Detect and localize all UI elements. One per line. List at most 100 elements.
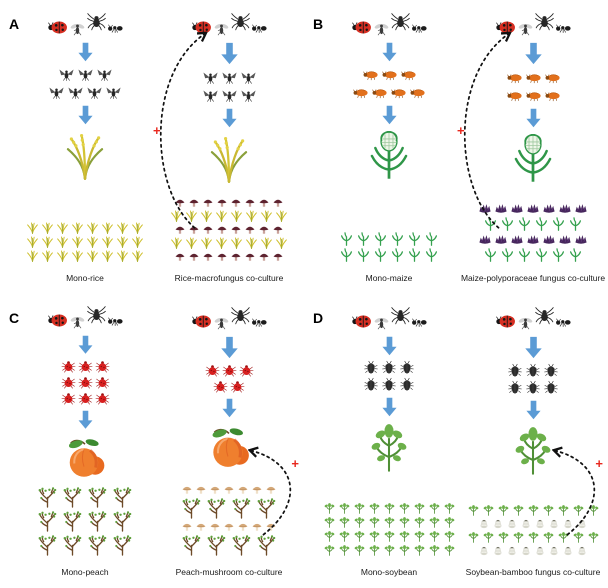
bamboo-fungus-icon [520,544,532,556]
planthopper-icon [202,69,219,86]
maize-small-icon [500,247,515,262]
field-row [170,209,288,222]
field-row [174,250,284,262]
rice-small-icon [245,236,258,249]
ant-icon [251,313,268,330]
beetle-black-icon [507,363,523,379]
peach-tree-icon [86,509,109,532]
soybean-small-icon [368,543,381,556]
panel-label: A [9,16,20,32]
field-row [174,196,284,208]
rice-small-icon [41,249,54,262]
soybean-small-icon [323,501,336,514]
aphid-orange-icon [390,84,407,101]
mushroom-dark-icon [202,223,214,235]
mite-red-icon [78,359,93,374]
peach-tree-icon [86,485,109,508]
ladybug-icon [495,311,516,332]
panel-label: B [313,16,324,32]
aphid-orange-icon [371,84,388,101]
planthopper-icon [67,84,84,101]
rice-small-icon [245,209,258,222]
mushroom-dark-icon [188,196,200,208]
mushroom-tan-icon [195,520,207,532]
field-row [26,221,144,234]
field-row [478,517,588,529]
arrow-down-icon [77,335,94,354]
soybean-small-icon [512,503,525,516]
rice-small-icon [215,209,228,222]
fungus-purple-icon [510,201,524,215]
peach-tree-icon [255,496,278,519]
soybean-small-icon [512,530,525,543]
soybean-small-icon [482,530,495,543]
pest-row [58,66,113,83]
field-row [36,509,134,532]
field-row [26,235,144,248]
mushroom-dark-icon [174,250,186,262]
field-row [180,496,278,519]
peach-tree-icon [205,496,228,519]
mushroom-tan-icon [181,520,193,532]
peach-tree-icon [180,496,203,519]
peach-tree-icon [111,509,134,532]
bamboo-fungus-icon [562,517,574,529]
bamboo-fungus-icon [576,544,588,556]
planthopper-icon [96,66,113,83]
mono-column: Mono-peach [14,302,156,582]
aphid-orange-icon [525,87,542,104]
ant-icon [411,313,428,330]
rice-small-icon [275,209,288,222]
mushroom-tan-icon [223,520,235,532]
mushroom-dark-icon [230,196,242,208]
peach-fruit-icon [208,424,250,470]
ladybug-icon [191,311,212,332]
peach-tree-icon [180,533,203,556]
mushroom-tan-icon [195,483,207,495]
beetle-black-icon [363,377,379,393]
mushroom-dark-icon [258,250,270,262]
bamboo-fungus-icon [520,517,532,529]
bamboo-fungus-icon [562,544,574,556]
pest-row [48,84,122,101]
panel-b: B Mono-maize Maize-polyporaceae fungus c… [304,0,608,294]
mushroom-tan-icon [209,483,221,495]
rice-small-icon [170,236,183,249]
field-grid [36,485,134,556]
fly-icon [213,21,230,38]
beetle-black-icon [399,360,415,376]
mite-red-icon [230,379,245,394]
column-caption: Maize-polyporaceae fungus co-culture [460,272,606,283]
maize-small-icon [373,231,388,246]
soybean-small-icon [383,529,396,542]
enhancement-plus: + [153,122,161,138]
mushroom-dark-icon [244,250,256,262]
planthopper-icon [105,84,122,101]
spider-icon [231,12,250,31]
rice-small-icon [116,235,129,248]
pest-row [202,69,257,86]
maize-small-icon [373,247,388,262]
soybean-small-icon [353,529,366,542]
peach-tree-icon [205,533,228,556]
bamboo-fungus-icon [492,544,504,556]
mite-red-icon [205,363,220,378]
soybean-small-icon [353,501,366,514]
mushroom-dark-icon [272,250,284,262]
peach-tree-icon [111,485,134,508]
mushroom-dark-icon [272,196,284,208]
soybean-small-icon [338,515,351,528]
soybean-small-icon [413,515,426,528]
maize-small-icon [424,247,439,262]
mushroom-tan-icon [209,520,221,532]
field-row [467,530,600,543]
ant-icon [411,19,428,36]
rice-small-icon [260,209,273,222]
mushroom-dark-icon [272,223,284,235]
rice-small-icon [131,235,144,248]
predator-group [495,304,572,332]
fungus-purple-icon [542,232,556,246]
mushroom-tan-icon [237,483,249,495]
soybean-small-icon [572,530,585,543]
planthopper-icon [202,87,219,104]
